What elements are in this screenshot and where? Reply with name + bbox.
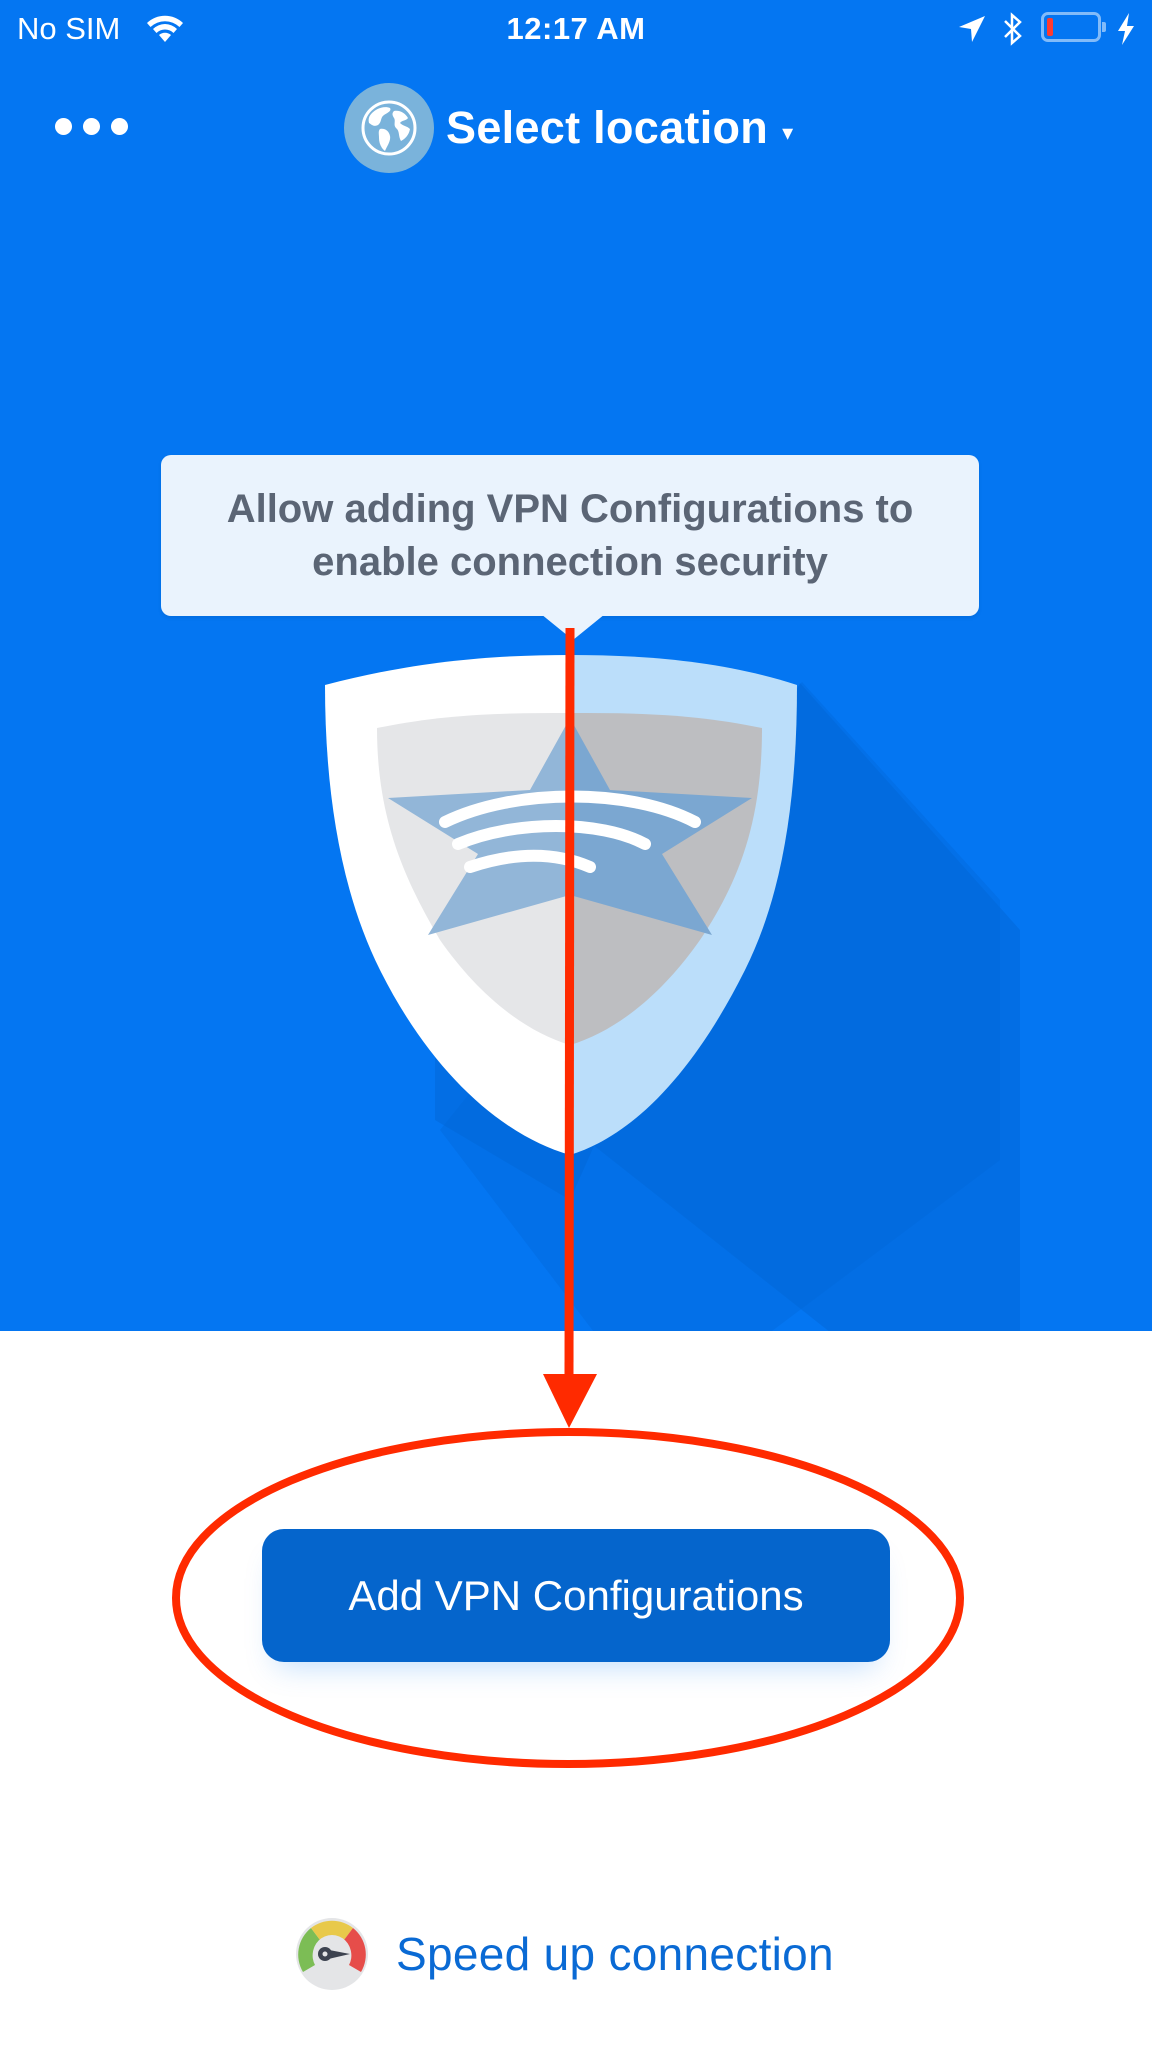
- location-arrow-icon: [959, 16, 985, 42]
- chevron-down-icon: ▾: [782, 120, 794, 145]
- vpn-permission-tooltip: Allow adding VPN Configurations to enabl…: [161, 455, 979, 616]
- annotation-arrowhead: [543, 1374, 597, 1428]
- status-bar: No SIM 12:17 AM: [0, 0, 1152, 60]
- clock: 12:17 AM: [506, 11, 646, 46]
- more-dots-icon: [55, 118, 72, 135]
- add-vpn-configurations-button[interactable]: Add VPN Configurations: [262, 1529, 890, 1662]
- location-label: Select location: [446, 102, 769, 153]
- hero-section: No SIM 12:17 AM: [0, 0, 1152, 1331]
- shield-star-wifi-icon: [325, 655, 1020, 1331]
- tooltip-text: Allow adding VPN Configurations to enabl…: [226, 486, 914, 584]
- speed-up-label: Speed up connection: [396, 1928, 834, 1980]
- speedometer-icon: [296, 1918, 368, 1990]
- select-location-button[interactable]: Select location ▾: [344, 82, 793, 174]
- battery-tip: [1102, 22, 1106, 32]
- more-menu-button[interactable]: [48, 112, 138, 142]
- more-dots-icon: [83, 118, 100, 135]
- carrier-label: No SIM: [17, 11, 121, 46]
- globe-icon: [344, 83, 434, 173]
- battery-level: [1047, 18, 1053, 36]
- speed-up-connection-link[interactable]: Speed up connection: [294, 1916, 834, 1992]
- battery-icon: [1041, 12, 1101, 42]
- tooltip-pointer: [541, 614, 605, 640]
- more-dots-icon: [111, 118, 128, 135]
- bluetooth-icon: [1004, 12, 1022, 46]
- wifi-icon: [147, 15, 183, 42]
- charging-bolt-icon: [1118, 13, 1134, 45]
